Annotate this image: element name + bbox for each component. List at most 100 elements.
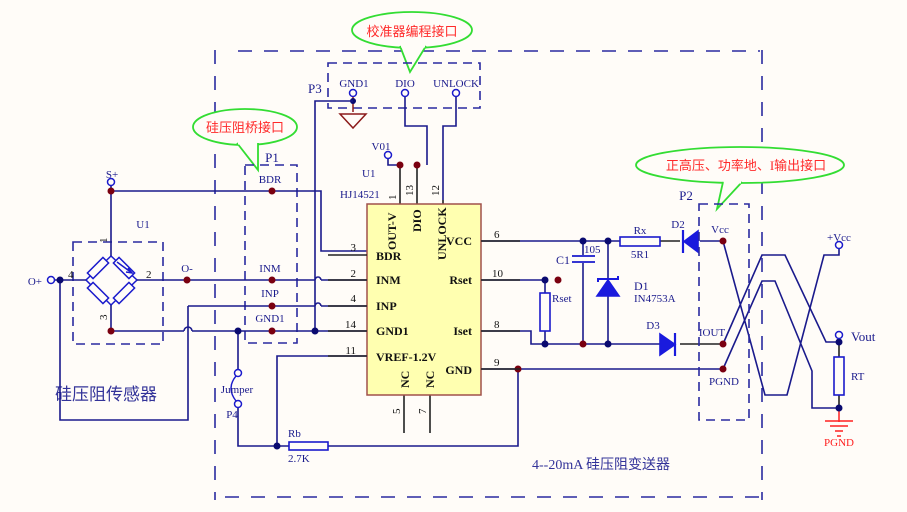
sensor-pin-4: 4 — [68, 269, 74, 281]
callout-calibrator: 校准器编程接口 — [351, 11, 473, 75]
chip-pin-9-num: 9 — [494, 357, 500, 369]
p3-pin-gnd1: GND1 — [339, 78, 368, 90]
zener-d1-icon: D1 IN4753A — [595, 276, 676, 305]
bridge-resistors-icon — [84, 254, 139, 307]
diode-d3-icon: D3 — [646, 320, 677, 357]
c1-value: 105 — [584, 244, 601, 256]
sensor-pin-2: 2 — [146, 269, 152, 281]
chip-pin-6-num: 6 — [494, 229, 500, 241]
d1-ref: D1 — [634, 279, 649, 293]
chip-pin-10-num: 10 — [492, 268, 504, 280]
chip-pin-12-num: 12 — [430, 185, 442, 196]
resistor-rt — [833, 356, 845, 396]
p1-pin-inm: INM — [259, 263, 281, 275]
p1-pin-gnd1: GND1 — [255, 313, 284, 325]
p1-pin-bdr: BDR — [259, 174, 282, 186]
p2-pin-vcc: Vcc — [711, 224, 729, 236]
terminal-v01[interactable] — [383, 150, 393, 160]
rx-ref: Rx — [634, 225, 647, 237]
rb-ref: Rb — [288, 428, 301, 440]
chip-pin-out-v: OUT-V — [385, 212, 399, 250]
ground-pgnd-icon — [825, 420, 853, 437]
chip-pin-iset: Iset — [453, 324, 472, 338]
chip-pin-rset: Rset — [449, 273, 472, 287]
sensor-label: 硅压阻传感器 — [55, 385, 157, 404]
d1-value: IN4753A — [634, 293, 676, 305]
callout-calibrator-text: 校准器编程接口 — [366, 24, 457, 39]
chip-pin-8-num: 8 — [494, 319, 500, 331]
callout-output: 正高压、功率地、I输出接口 — [635, 146, 845, 213]
chip-pin-13-num: 13 — [404, 185, 416, 197]
sensor-pin-3: 3 — [98, 314, 110, 320]
chip-pin-3-num: 3 — [351, 242, 357, 254]
sensor-ref: U1 — [136, 219, 149, 231]
rb-value: 2.7K — [288, 453, 310, 465]
rx-value: 5R1 — [631, 249, 649, 261]
chip-pin-11-num: 11 — [345, 345, 356, 357]
c1-ref: C1 — [556, 253, 570, 267]
junctions — [56, 161, 843, 450]
chip-pin-inp: INP — [376, 299, 397, 313]
rset-ref: Rset — [552, 293, 572, 305]
resistor-rset: Rset — [539, 292, 572, 332]
p3-terminal-unlock[interactable] — [451, 88, 461, 98]
board-outline — [214, 50, 763, 500]
p1-pin-inp: INP — [261, 288, 279, 300]
chip-pin-gnd: GND — [445, 363, 472, 377]
chip-ref: U1 — [362, 168, 375, 180]
p2-pin-iout: IOUT — [699, 327, 726, 339]
chip-pin-14-num: 14 — [345, 319, 357, 331]
board-title: 4--20mA 硅压阻变送器 — [532, 457, 670, 473]
load-pgnd-label: PGND — [824, 437, 854, 449]
connector-p1: P1 BDR INM INP GND1 — [244, 150, 298, 344]
jumper-p4[interactable]: Jumper P4 — [221, 368, 254, 422]
p3-ref: P3 — [308, 81, 322, 96]
callout-bridge: 硅压阻桥接口 — [192, 108, 298, 173]
chip-v01-label: V01 — [372, 141, 391, 153]
load-vcc-label: +Vcc — [827, 232, 851, 244]
chip-pin-4-num: 4 — [351, 293, 357, 305]
p3-pin-unlock: UNLOCK — [433, 78, 479, 90]
d3-ref: D3 — [646, 320, 660, 332]
load-circuit: +Vcc Vout RT PGND — [824, 232, 876, 449]
chip-hj14521: 3 BDR 2 INM 4 INP 14 GND1 11 VREF-1.2V 6… — [328, 185, 520, 414]
node-o-plus: O+ — [28, 276, 42, 288]
connector-p2: P2 Vcc IOUT PGND — [679, 188, 750, 421]
chip-pin-5-num: 5 — [391, 408, 403, 414]
chip-pin-gnd1: GND1 — [376, 324, 409, 338]
chip-pin-2-num: 2 — [351, 268, 357, 280]
p4-ref: P4 — [226, 409, 238, 421]
chip-pin-7-num: 7 — [417, 408, 429, 414]
chip-pin-bdr: BDR — [376, 249, 402, 263]
d2-ref: D2 — [671, 219, 684, 231]
chip-pin-1-num: 1 — [387, 195, 399, 201]
chip-pin-nc-5: NC — [398, 371, 412, 388]
callout-output-text: 正高压、功率地、I输出接口 — [666, 158, 826, 173]
p2-ref: P2 — [679, 188, 693, 203]
p1-ref: P1 — [265, 150, 279, 165]
diode-d2-icon: D2 — [671, 219, 699, 254]
terminal-vcc[interactable] — [834, 240, 844, 250]
load-vout-label: Vout — [851, 329, 876, 344]
rt-ref: RT — [851, 371, 865, 383]
chip-pin-unlock: UNLOCK — [435, 207, 449, 260]
p3-terminal-gnd1[interactable] — [348, 88, 358, 98]
terminal-vout[interactable] — [834, 330, 844, 340]
sensor-pin-1: 1 — [98, 238, 110, 244]
jumper-label: Jumper — [221, 384, 254, 396]
terminal-s-plus[interactable] — [106, 177, 116, 187]
p2-pin-pgnd: PGND — [709, 376, 739, 388]
chip-pin-nc-7: NC — [423, 371, 437, 388]
p3-terminal-dio[interactable] — [400, 88, 410, 98]
chip-pin-vref: VREF-1.2V — [376, 350, 437, 364]
terminal-o-plus[interactable] — [46, 275, 56, 285]
resistor-rb: Rb 2.7K — [288, 428, 329, 465]
chip-pin-vcc: VCC — [446, 234, 472, 248]
chip-pin-dio: DIO — [410, 209, 424, 232]
callout-bridge-text: 硅压阻桥接口 — [206, 120, 284, 135]
p3-pin-dio: DIO — [395, 78, 415, 90]
node-o-minus: O- — [181, 263, 193, 275]
sensor-bridge: U1 S+ O+ O- 1 2 3 4 硅压阻传感器 — [28, 169, 193, 404]
resistor-rx: Rx 5R1 — [619, 225, 661, 261]
